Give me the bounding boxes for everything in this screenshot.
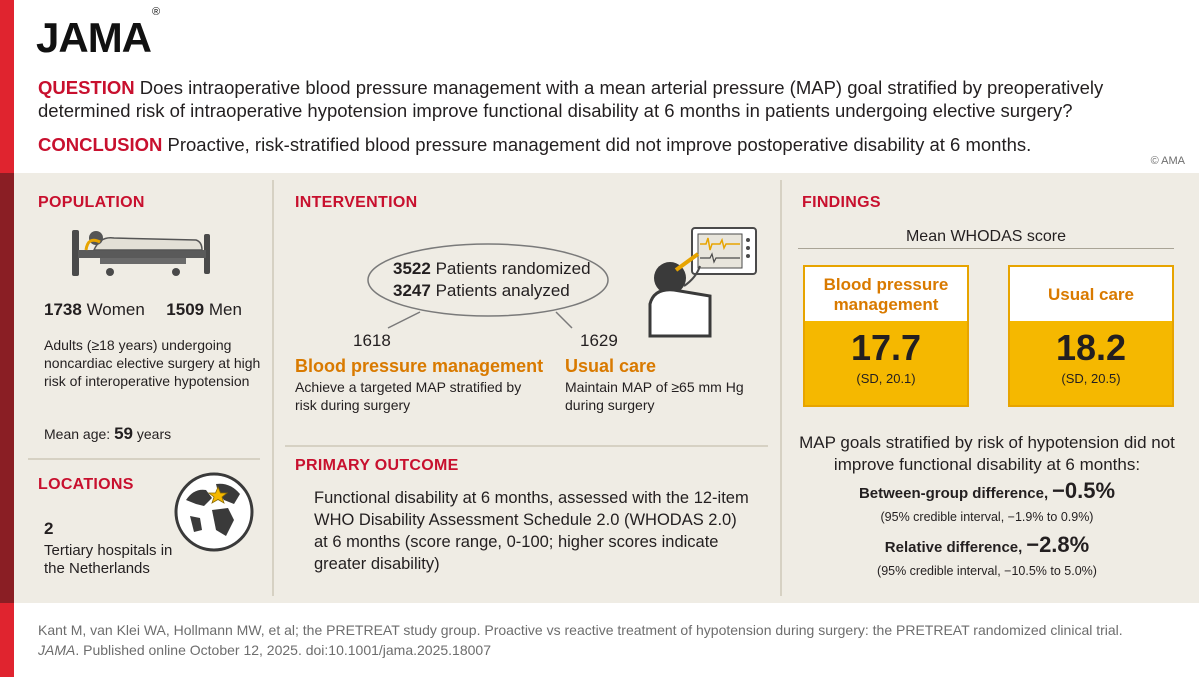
population-description: Adults (≥18 years) undergoing noncardiac…: [44, 337, 261, 389]
sex-counts: 1738 Women 1509 Men: [44, 301, 242, 319]
between-group-difference: Between-group difference, −0.5%: [790, 480, 1184, 503]
box1-sd: (SD, 20.1): [856, 371, 916, 386]
box1-label: Blood pressure management: [823, 275, 949, 314]
box1-body: 17.7 (SD, 20.1): [805, 321, 967, 405]
footer: [0, 603, 1199, 677]
arm1-description: Achieve a targeted MAP stratified by ris…: [295, 379, 522, 413]
mean-age-label: Mean age:: [44, 426, 111, 442]
box2-value: 18.2: [1055, 327, 1127, 368]
box2-body: 18.2 (SD, 20.5): [1010, 321, 1172, 405]
mean-age: Mean age: 59 years: [44, 425, 171, 443]
men-label: Men: [208, 300, 242, 319]
bp-management-score-box: Blood pressure management 17.7 (SD, 20.1…: [803, 265, 969, 407]
findings-subtitle: Mean WHODAS score: [905, 228, 1067, 245]
arm2-description: Maintain MAP of ≥65 mm Hg during surgery: [565, 379, 744, 413]
arm1-name: Blood pressure management: [295, 356, 544, 376]
diff2-ci: (95% credible interval, −10.5% to 5.0%): [877, 564, 1097, 578]
randomized-label: Patients randomized: [435, 259, 591, 278]
arm1-count: 1618: [353, 331, 391, 350]
diff2-label: Relative difference,: [884, 539, 1023, 556]
mean-age-unit: years: [136, 426, 172, 442]
box2-label: Usual care: [1048, 285, 1134, 304]
population-title: POPULATION: [38, 194, 145, 211]
column-divider: [272, 180, 274, 596]
row-divider: [28, 458, 260, 460]
column-divider: [780, 180, 782, 596]
women-count: 1738: [44, 300, 82, 319]
locations-description: Tertiary hospitals in the Netherlands: [44, 542, 173, 577]
conclusion-label: CONCLUSION: [38, 134, 163, 155]
analyzed-label: Patients analyzed: [435, 281, 570, 300]
randomization-ellipse: [367, 243, 609, 329]
globe-icon: [174, 472, 254, 552]
diff1-label: Between-group difference,: [858, 485, 1049, 502]
bp-monitor-icon: [648, 227, 757, 338]
usual-care-score-box: Usual care 18.2 (SD, 20.5): [1008, 265, 1174, 407]
question-label: QUESTION: [38, 77, 135, 98]
row-divider: [285, 445, 768, 447]
analyzed-count: 3247: [393, 281, 431, 300]
subtitle-rule: [798, 248, 1174, 249]
mean-age-value: 59: [114, 424, 133, 443]
outcome-text: Functional disability at 6 months, asses…: [314, 489, 749, 573]
citation-journal: JAMA: [38, 642, 76, 658]
accent-bar: [0, 0, 14, 173]
locations-title: LOCATIONS: [38, 476, 134, 493]
hospital-bed-icon: [72, 230, 210, 276]
intervention-title: INTERVENTION: [295, 194, 418, 211]
question: QUESTION Does intraoperative blood press…: [38, 76, 1138, 122]
diff1-value: −0.5%: [1052, 478, 1116, 503]
findings-title: FINDINGS: [802, 194, 881, 211]
women-label: Women: [86, 300, 145, 319]
analyzed: 3247 Patients analyzed: [393, 282, 570, 300]
citation-text: Kant M, van Klei WA, Hollmann MW, et al;…: [38, 622, 1123, 638]
diff1-ci: (95% credible interval, −1.9% to 0.9%): [880, 510, 1094, 524]
randomized: 3522 Patients randomized: [393, 260, 591, 278]
copyright: © AMA: [1150, 155, 1185, 167]
question-text: Does intraoperative blood pressure manag…: [38, 77, 1104, 121]
box2-sd: (SD, 20.5): [1061, 371, 1121, 386]
citation-published: . Published online October 12, 2025. doi…: [75, 642, 491, 658]
outcome-title: PRIMARY OUTCOME: [295, 457, 459, 474]
jama-logo: JAMA®: [36, 6, 160, 61]
locations-count: 2: [44, 519, 54, 538]
diff2-value: −2.8%: [1026, 532, 1090, 557]
randomized-count: 3522: [393, 259, 431, 278]
conclusion: CONCLUSION Proactive, risk-stratified bl…: [38, 133, 1138, 156]
accent-bar-dark: [0, 173, 14, 603]
men-count: 1509: [166, 300, 205, 319]
conclusion-text: Proactive, risk-stratified blood pressur…: [167, 134, 1032, 155]
box1-value: 17.7: [850, 327, 922, 368]
arm2-count: 1629: [580, 331, 618, 350]
relative-difference: Relative difference, −2.8%: [790, 534, 1184, 557]
findings-summary: MAP goals stratified by risk of hypotens…: [799, 433, 1175, 474]
header: [0, 0, 1199, 173]
arm2-name: Usual care: [565, 356, 657, 376]
citation: Kant M, van Klei WA, Hollmann MW, et al;…: [38, 620, 1178, 660]
accent-bar: [0, 603, 14, 677]
